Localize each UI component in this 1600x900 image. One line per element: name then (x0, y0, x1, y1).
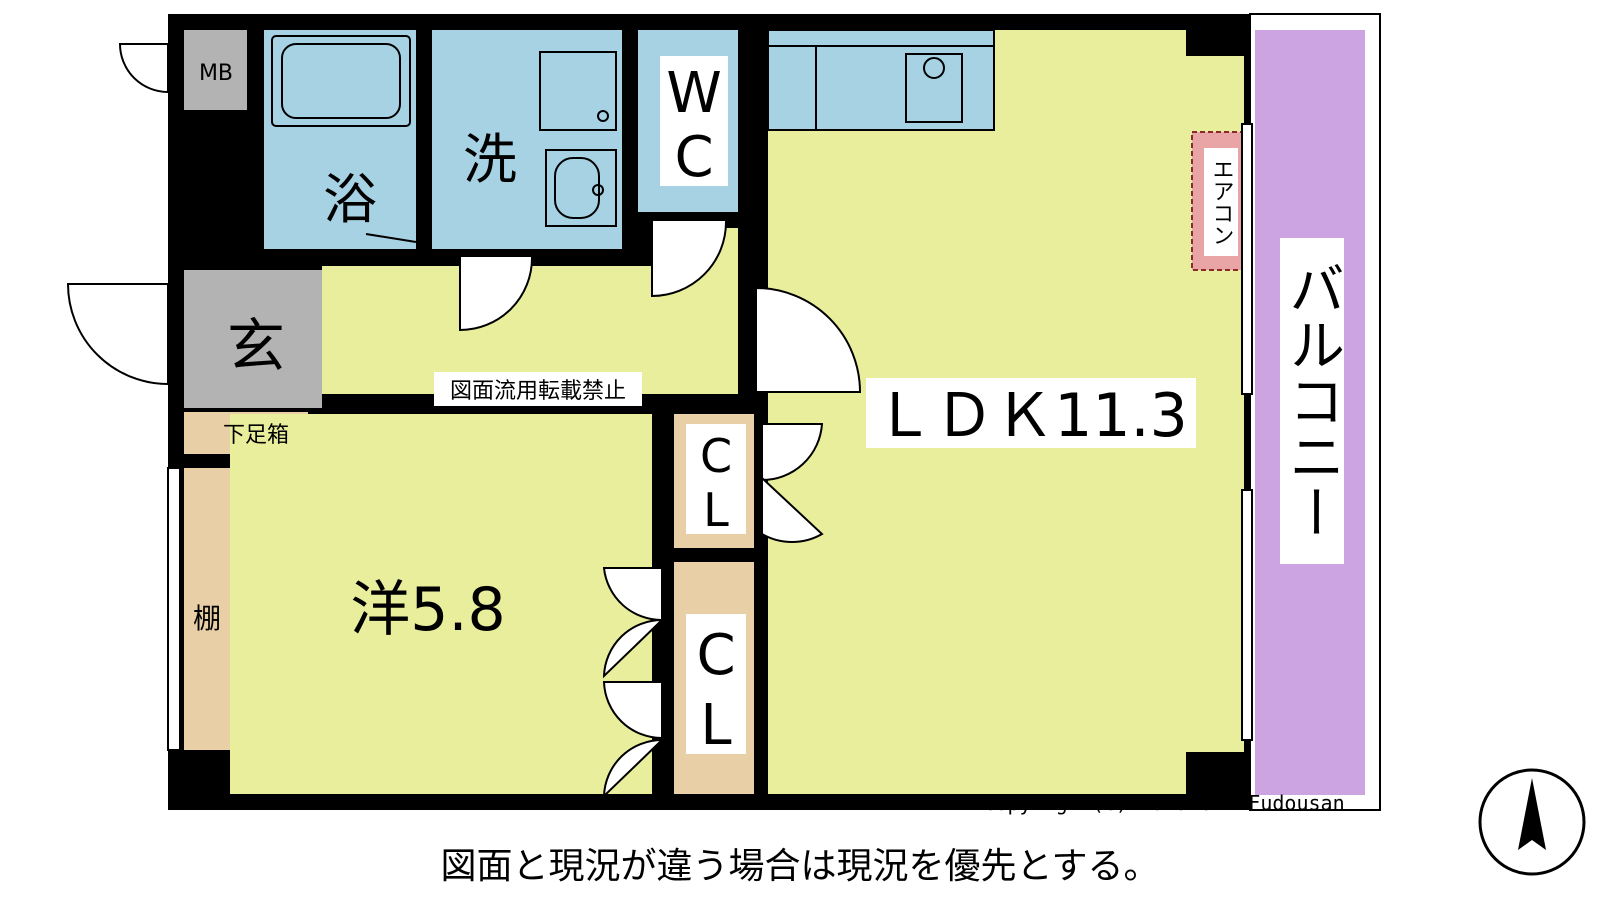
no-reuse-notice: 図面流用転載禁止 (450, 379, 626, 404)
wash-label: 洗 (463, 128, 517, 191)
washer-icon (539, 51, 617, 131)
stove-icon (905, 53, 963, 123)
mb-area (184, 30, 247, 110)
mb-label: MB (199, 61, 233, 86)
entrance-floor (184, 270, 322, 408)
balcony-label: バルコニー (1280, 260, 1345, 540)
closet-lower-label-c: C (696, 623, 735, 688)
wc-label-bg (660, 56, 728, 186)
disclaimer-text: 図面と現況が違う場合は現況を優先とする。 (441, 846, 1160, 887)
bath-label: 浴 (323, 168, 377, 231)
ldk-label-bg (866, 378, 1196, 448)
shelf-label: 棚 (193, 602, 221, 635)
wash-room (432, 30, 622, 249)
entrance-label: 玄 (227, 312, 285, 380)
balcony-label-bg (1280, 238, 1344, 564)
bath-room (264, 30, 416, 249)
balcony-window (1241, 123, 1253, 741)
copyright-text: Copyright(C) Kumanomi-Fudousan (983, 791, 1344, 815)
ldk-label: ＬＤＫ11.3 (874, 381, 1188, 451)
door-swing-icon (66, 43, 862, 799)
wc-label-w: W (666, 61, 721, 126)
bathtub-icon (271, 35, 411, 127)
shelf (184, 468, 230, 750)
closet-upper-label-l: L (703, 483, 729, 537)
western-label: 洋5.8 (350, 575, 505, 645)
closet-lower-label-l: L (700, 693, 731, 758)
kitchen-counter (767, 29, 995, 131)
western-room (230, 414, 652, 794)
aircon-label: エアコン (1209, 158, 1234, 246)
closet-upper-label-c: C (700, 429, 732, 483)
shoe-box-label: 下足箱 (223, 423, 289, 448)
north-arrow-icon (1478, 768, 1586, 876)
wc-label-c: C (674, 125, 713, 190)
side-window (167, 467, 181, 751)
no-reuse-bg (434, 372, 642, 406)
sink-icon (545, 149, 617, 227)
